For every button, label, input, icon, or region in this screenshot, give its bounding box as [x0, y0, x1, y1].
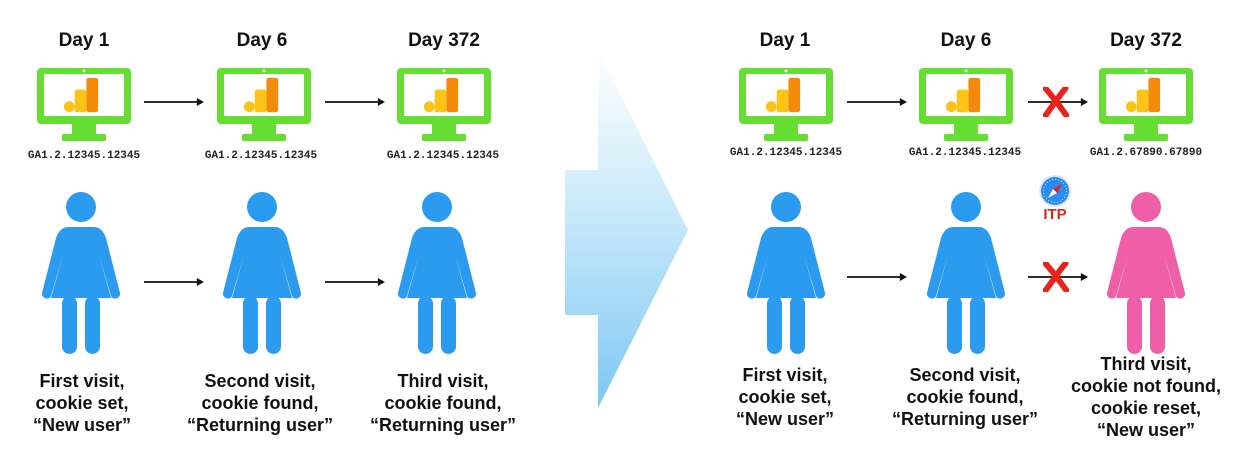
before-day-372-label: Day 372: [408, 30, 480, 51]
after-day-372-label: Day 372: [1110, 30, 1182, 51]
safari-compass-icon: [1038, 174, 1072, 208]
after-day-6-cookie-id: GA1.2.12345.12345: [908, 147, 1022, 159]
after-day-6-label: Day 6: [940, 30, 992, 51]
caption-line: First visit,: [39, 371, 125, 391]
before-day-1-person-icon: [41, 192, 121, 354]
caption-line: “New user”: [32, 415, 132, 435]
after-bottom-blocked-x-icon: [1043, 262, 1069, 292]
after-day-372-analytics-icon: [1125, 77, 1161, 113]
caption-line: cookie set,: [738, 387, 832, 407]
caption-line: cookie not found,: [1071, 376, 1221, 396]
before-arrow-bottom-1: [144, 277, 204, 287]
before-arrow-top-2: [325, 97, 385, 107]
before-day-6-cookie-id: GA1.2.12345.12345: [204, 150, 318, 162]
before-day-1-caption: First visit, cookie set, “New user”: [0, 370, 187, 436]
after-day-372-caption: Third visit, cookie not found, cookie re…: [1041, 353, 1248, 441]
before-day-6-analytics-icon: [243, 77, 279, 113]
caption-line: cookie found,: [201, 393, 319, 413]
caption-line: “Returning user”: [186, 415, 333, 435]
caption-line: “New user”: [735, 409, 835, 429]
after-day-1-cookie-id: GA1.2.12345.12345: [729, 147, 843, 159]
after-arrow-top-1: [847, 97, 907, 107]
after-day-372-cookie-id: GA1.2.67890.67890: [1089, 147, 1203, 159]
before-arrow-bottom-2: [325, 277, 385, 287]
after-day-6-person-icon: [926, 192, 1006, 354]
after-day-1-caption: First visit, cookie set, “New user”: [680, 364, 890, 430]
after-day-1-label: Day 1: [759, 30, 811, 51]
before-day-6-caption: Second visit, cookie found, “Returning u…: [155, 370, 365, 436]
before-arrow-top-1: [144, 97, 204, 107]
after-day-1-analytics-icon: [765, 77, 801, 113]
caption-line: Third visit,: [397, 371, 489, 391]
caption-line: cookie reset,: [1090, 398, 1202, 418]
caption-line: cookie found,: [906, 387, 1024, 407]
itp-label: ITP: [1043, 206, 1067, 223]
transition-chevron-arrow-icon: [565, 50, 688, 408]
caption-line: cookie set,: [35, 393, 129, 413]
before-day-1-analytics-icon: [63, 77, 99, 113]
after-top-blocked-x-icon: [1043, 87, 1069, 117]
caption-line: “Returning user”: [369, 415, 516, 435]
before-day-1-cookie-id: GA1.2.12345.12345: [27, 150, 141, 162]
caption-line: Third visit,: [1100, 354, 1192, 374]
caption-line: cookie found,: [384, 393, 502, 413]
before-day-6-person-icon: [222, 192, 302, 354]
after-arrow-bottom-1: [847, 272, 907, 282]
before-day-1-label: Day 1: [58, 30, 110, 51]
before-day-6-label: Day 6: [236, 30, 288, 51]
before-day-372-caption: Third visit, cookie found, “Returning us…: [338, 370, 548, 436]
after-day-6-caption: Second visit, cookie found, “Returning u…: [860, 364, 1070, 430]
caption-line: Second visit,: [204, 371, 316, 391]
after-day-6-analytics-icon: [945, 77, 981, 113]
caption-line: “New user”: [1096, 420, 1196, 440]
after-day-372-person-icon: [1106, 192, 1186, 354]
before-day-372-analytics-icon: [423, 77, 459, 113]
caption-line: First visit,: [742, 365, 828, 385]
before-day-372-person-icon: [397, 192, 477, 354]
caption-line: “Returning user”: [891, 409, 1038, 429]
before-day-372-cookie-id: GA1.2.12345.12345: [386, 150, 500, 162]
caption-line: Second visit,: [909, 365, 1021, 385]
after-day-1-person-icon: [746, 192, 826, 354]
